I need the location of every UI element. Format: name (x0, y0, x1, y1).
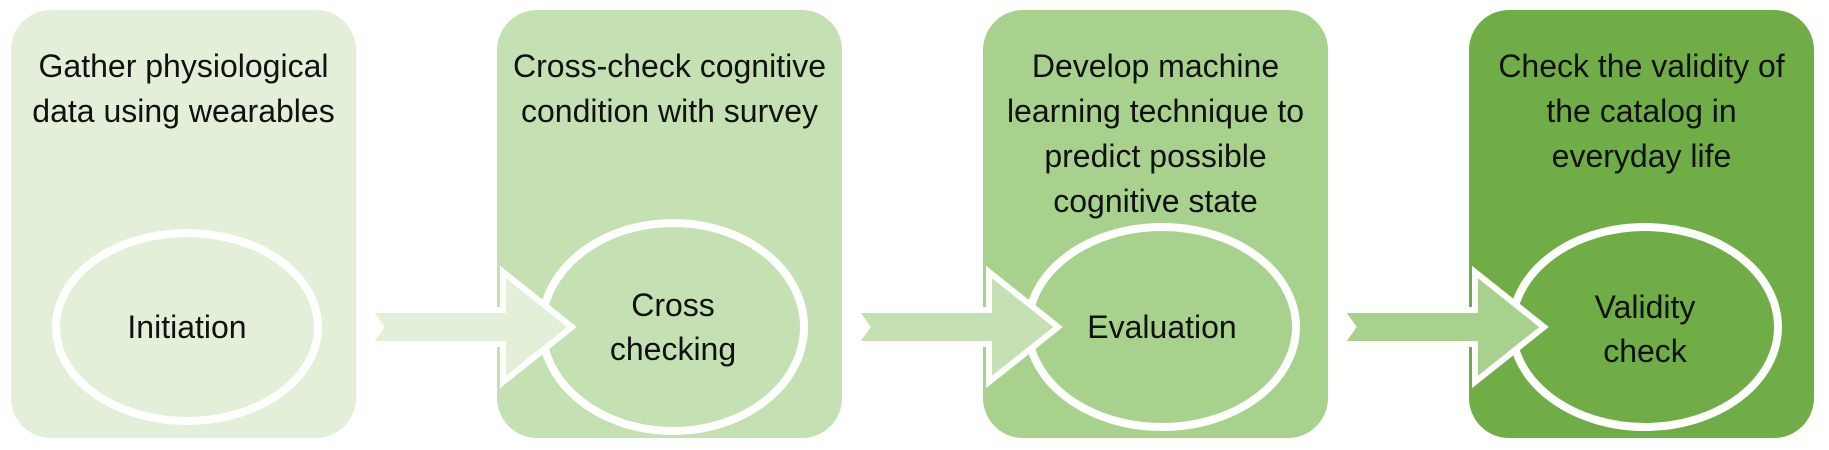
stage-description-evaluation: Develop machine learning technique to pr… (1006, 48, 1305, 219)
stage-description-validity-check: Check the validity of the catalog in eve… (1498, 48, 1785, 174)
stage-ellipse-initiation (52, 229, 322, 425)
stage-label-cross-checking: Cross checking (609, 287, 737, 367)
stage-description-initiation: Gather physiological data using wearable… (32, 48, 335, 129)
stage-label-validity-check: Validity check (1594, 289, 1696, 369)
arrow-cross-checking-to-evaluation (849, 265, 1063, 389)
stage-description-cross-checking: Cross-check cognitive condition with sur… (513, 48, 826, 129)
stage-label-initiation: Initiation (127, 309, 247, 345)
arrow-evaluation-to-validity-check (1335, 265, 1549, 389)
arrow-initiation-to-cross-checking (363, 265, 577, 389)
stage-label-evaluation: Evaluation (1087, 309, 1237, 345)
